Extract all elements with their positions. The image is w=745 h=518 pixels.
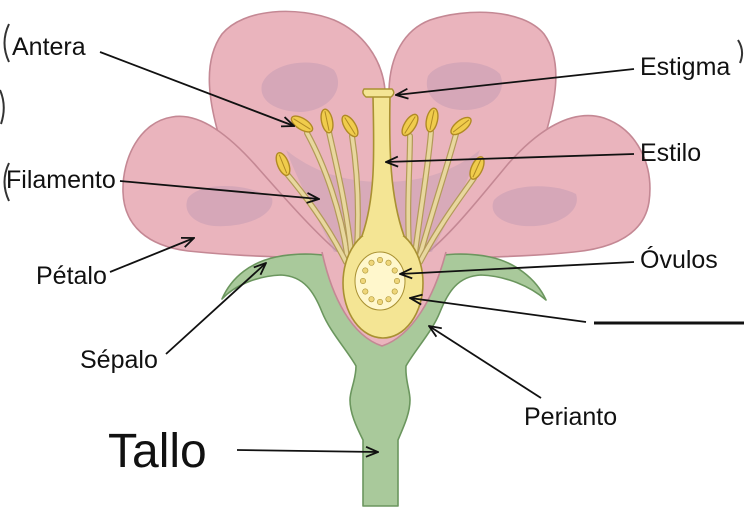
label-estilo: Estilo — [640, 139, 701, 167]
ovule — [362, 267, 369, 274]
arrow-sepalo — [165, 263, 266, 355]
arrow-estilo — [386, 153, 635, 162]
style — [361, 95, 405, 237]
ovule — [359, 277, 366, 284]
style-edge-left — [361, 95, 375, 237]
label-arrows — [99, 51, 635, 452]
petal-shade-upper-left — [261, 62, 339, 112]
ovule — [385, 296, 392, 303]
edge-mark-lower-left — [3, 162, 10, 202]
anther-groove — [278, 154, 288, 174]
anther-groove — [429, 110, 435, 130]
anther-groove — [344, 117, 356, 135]
anther-groove — [472, 158, 482, 178]
anther — [425, 107, 439, 133]
arrow-antera — [99, 51, 294, 126]
ovule — [368, 296, 375, 303]
ovule — [391, 267, 398, 274]
label-antera: Antera — [12, 33, 86, 61]
arrow-petalo — [109, 238, 194, 273]
arrow-blank — [410, 298, 587, 323]
anther — [341, 114, 359, 138]
ovule — [362, 288, 369, 295]
anthers — [275, 107, 485, 180]
label-tallo: Tallo — [108, 425, 207, 478]
petal-shade-upper-right — [426, 62, 502, 110]
label-ovulos: Óvulos — [640, 245, 718, 274]
edge-mark-top-left — [3, 23, 10, 63]
arrow-estigma — [396, 68, 635, 95]
filament-body — [416, 132, 458, 264]
filament-body — [412, 130, 433, 264]
anther — [275, 151, 291, 177]
edge-mark-mid-left — [0, 89, 5, 125]
anther — [469, 156, 485, 180]
anther-groove — [404, 116, 416, 134]
ovule — [376, 256, 383, 263]
receptacle-lining-edge — [321, 251, 447, 347]
anther — [450, 116, 472, 136]
ovule — [391, 288, 398, 295]
ovule — [385, 259, 392, 266]
filament — [415, 131, 459, 265]
stigma — [362, 88, 395, 98]
crop-edge-marks — [0, 23, 744, 202]
anther-groove — [293, 118, 311, 130]
filament — [411, 129, 434, 265]
filament — [417, 175, 477, 265]
petal-shade-lower-right — [492, 186, 577, 227]
label-filamento: Filamento — [6, 166, 116, 194]
arrow-perianto — [429, 326, 542, 399]
anther — [401, 113, 419, 137]
edge-mark-top-right — [737, 39, 744, 64]
anther-groove — [452, 119, 470, 133]
style-edge-right — [388, 95, 405, 237]
label-sepalo: Sépalo — [80, 346, 158, 374]
labels: Antera Filamento Pétalo Sépalo Tallo Est… — [6, 33, 730, 478]
ovule — [368, 259, 375, 266]
ovules — [359, 256, 400, 305]
style-body — [362, 96, 404, 236]
label-petalo: Pétalo — [36, 262, 107, 290]
ovule-cavity — [354, 251, 406, 311]
filament-body — [327, 130, 354, 264]
label-perianto: Perianto — [524, 403, 617, 431]
filament — [326, 129, 355, 265]
anther-groove — [324, 111, 330, 131]
filament-body — [305, 131, 350, 264]
filament — [284, 171, 349, 265]
label-estigma: Estigma — [640, 53, 730, 81]
filament-body — [418, 176, 476, 264]
arrow-tallo — [236, 450, 378, 452]
arrow-filamento — [119, 180, 319, 199]
filament — [304, 130, 351, 265]
arrow-ovulos — [400, 261, 635, 274]
anther — [320, 108, 334, 134]
ovule — [393, 277, 400, 284]
ovule — [376, 298, 383, 305]
ovary — [342, 227, 424, 339]
petal-shade-lower-left — [186, 186, 273, 227]
filament-body — [285, 172, 348, 264]
